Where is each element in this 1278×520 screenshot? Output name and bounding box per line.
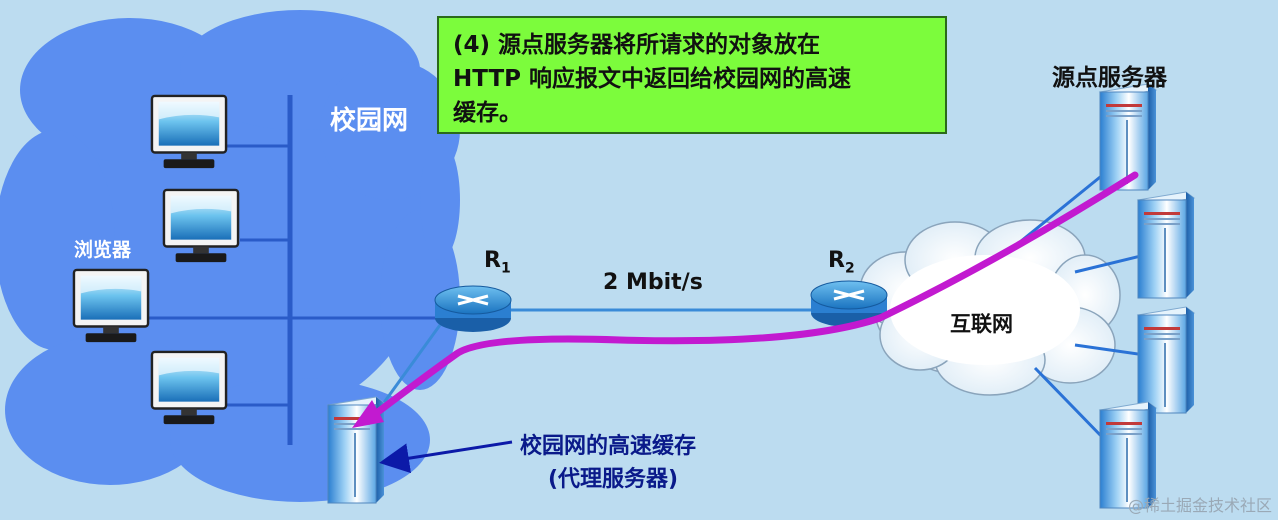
internet-label: 互联网	[950, 312, 1013, 336]
origin-server	[1099, 83, 1157, 191]
router1-to-cache-link	[373, 324, 442, 416]
origin-server-label: 源点服务器	[1052, 65, 1167, 91]
internet-cloud-core	[890, 255, 1080, 365]
router2-label-text: R	[828, 248, 845, 273]
router1-label: R1	[484, 248, 511, 276]
browser-label: 浏览器	[74, 239, 132, 261]
server	[1137, 191, 1195, 299]
server	[1137, 306, 1195, 414]
step-note-line: HTTP 响应报文中返回给校园网的高速	[453, 66, 852, 92]
cache-label-line2: (代理服务器)	[548, 467, 679, 492]
router-r1	[434, 285, 512, 332]
internet-to-server-link	[1074, 253, 1146, 274]
response-path-arrowhead	[352, 400, 384, 428]
cache-label-line1: 校园网的高速缓存	[520, 434, 697, 459]
internet-to-server-link	[1074, 343, 1146, 357]
internet-to-server-link	[1033, 366, 1107, 442]
link-speed-label: 2 Mbit/s	[603, 270, 703, 295]
cache-pointer-arrow	[379, 440, 513, 474]
watermark: @稀土掘金技术社区	[1127, 496, 1272, 515]
step-note-line: (4) 源点服务器将所请求的对象放在	[453, 32, 821, 58]
campus-network-cloud	[0, 10, 460, 502]
router2-label-sub: 2	[844, 260, 855, 277]
router1-label-text: R	[484, 248, 501, 273]
step-note-line: 缓存。	[453, 100, 522, 126]
campus-network-label: 校园网	[330, 106, 409, 136]
router-r2	[810, 280, 888, 327]
response-path	[366, 171, 1139, 422]
router1-label-sub: 1	[500, 260, 511, 277]
step-note-box: (4) 源点服务器将所请求的对象放在 HTTP 响应报文中返回给校园网的高速 缓…	[437, 16, 947, 134]
router2-label: R2	[828, 248, 855, 276]
